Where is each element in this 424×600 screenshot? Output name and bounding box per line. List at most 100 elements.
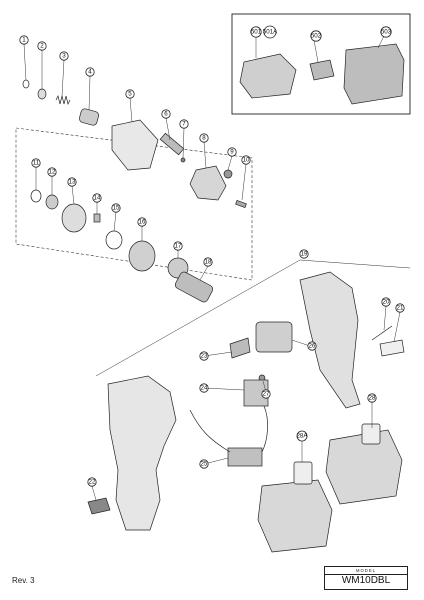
callout-23: 23 [199, 351, 209, 361]
svg-text:6: 6 [164, 111, 168, 118]
svg-text:27: 27 [263, 391, 270, 398]
svg-text:1: 1 [22, 37, 26, 44]
callout-13: 13 [67, 177, 77, 187]
svg-text:501: 501 [251, 29, 262, 36]
svg-text:9: 9 [230, 149, 234, 156]
part-11-washer [30, 189, 42, 203]
callout-3: 3 [59, 51, 69, 61]
part-28-battery [325, 429, 403, 505]
svg-text:23: 23 [201, 353, 208, 360]
callout-9: 9 [227, 147, 237, 157]
svg-text:16: 16 [139, 219, 146, 226]
callout-28: 28 [367, 393, 377, 403]
svg-text:502: 502 [311, 33, 322, 40]
part-19-housing-right [299, 271, 361, 409]
part-6-anvil [159, 132, 185, 156]
part-26-switch-block [255, 321, 293, 353]
callout-15: 15 [111, 203, 121, 213]
callout-7: 7 [179, 119, 189, 129]
svg-text:501A: 501A [263, 29, 278, 36]
model-title-block: MODEL WM10DBL [324, 566, 408, 590]
part-14-lever [93, 213, 101, 223]
callout-501: 501 [250, 26, 262, 38]
part-16-gear-housing [128, 240, 156, 272]
revision-label: Rev. 3 [12, 576, 35, 585]
callout-16: 16 [137, 217, 147, 227]
svg-text:19: 19 [301, 251, 308, 258]
part-3-spring [55, 94, 71, 106]
callout-26: 26 [307, 341, 317, 351]
svg-text:3: 3 [62, 53, 66, 60]
gear-assembly-group-outline [15, 127, 253, 281]
part-501-charger [239, 53, 297, 99]
svg-text:28A: 28A [296, 433, 308, 440]
callout-502: 502 [310, 30, 322, 42]
svg-text:503: 503 [381, 29, 392, 36]
part-10-pin [235, 199, 247, 209]
part-502-battery-cover [309, 59, 335, 81]
svg-text:21: 21 [397, 305, 404, 312]
part-5-hammer-case [111, 119, 159, 171]
part-20-tapping-screw [371, 325, 393, 341]
svg-text:13: 13 [69, 179, 76, 186]
part-503-carrying-case [343, 43, 405, 105]
callout-5: 5 [125, 89, 135, 99]
callout-11: 11 [31, 158, 41, 168]
part-15-o-ring [105, 230, 123, 250]
callout-1: 1 [19, 35, 29, 45]
part-4-sleeve [79, 108, 99, 126]
model-name: WM10DBL [341, 575, 391, 586]
part-7-steel-ball [180, 157, 186, 163]
svg-text:5: 5 [128, 91, 132, 98]
part-22-label [87, 497, 111, 515]
callout-503: 503 [380, 26, 392, 38]
model-caption: MODEL [325, 568, 407, 575]
callout-4: 4 [85, 67, 95, 77]
callout-20: 20 [381, 297, 391, 307]
callout-12: 12 [47, 167, 57, 177]
svg-text:15: 15 [113, 205, 120, 212]
callout-21: 21 [395, 303, 405, 313]
accessory-box [231, 13, 411, 115]
svg-text:12: 12 [49, 169, 56, 176]
svg-text:24: 24 [201, 385, 208, 392]
callout-22: 22 [87, 477, 97, 487]
tool-body-housing-left [107, 375, 177, 531]
callout-18: 18 [203, 257, 213, 267]
part-28a-battery [257, 479, 333, 553]
part-18-armature [174, 271, 214, 303]
svg-text:14: 14 [94, 195, 101, 202]
part-2-washer [37, 88, 47, 100]
part-21-name-plate [379, 339, 405, 357]
callout-6: 6 [161, 109, 171, 119]
callout-501a: 501A [263, 25, 278, 39]
part-9-steel-ball [223, 169, 233, 179]
housing-group-outline [95, 259, 301, 377]
svg-text:8: 8 [202, 135, 206, 142]
part-25-controller [227, 447, 263, 467]
callout-17: 17 [173, 241, 183, 251]
svg-text:2: 2 [40, 43, 44, 50]
callout-10: 10 [241, 155, 251, 165]
svg-text:28: 28 [369, 395, 376, 402]
svg-text:10: 10 [243, 157, 250, 164]
callout-24: 24 [199, 383, 209, 393]
svg-text:25: 25 [201, 461, 208, 468]
callout-8: 8 [199, 133, 209, 143]
svg-text:7: 7 [182, 121, 186, 128]
svg-text:20: 20 [383, 299, 390, 306]
part-13-inner-cover [61, 203, 87, 233]
callout-19: 19 [299, 249, 309, 259]
svg-text:17: 17 [175, 243, 182, 250]
part-8-hammer [189, 165, 227, 201]
part-1-retaining-ring [22, 79, 30, 89]
svg-text:26: 26 [309, 343, 316, 350]
svg-text:4: 4 [88, 69, 92, 76]
part-23-pushing-button [229, 337, 251, 359]
callout-14: 14 [92, 193, 102, 203]
svg-text:11: 11 [33, 160, 40, 167]
svg-text:22: 22 [89, 479, 96, 486]
part-12-ball-bearing [45, 194, 59, 210]
leader-lines [23, 35, 401, 501]
callout-25: 25 [199, 459, 209, 469]
